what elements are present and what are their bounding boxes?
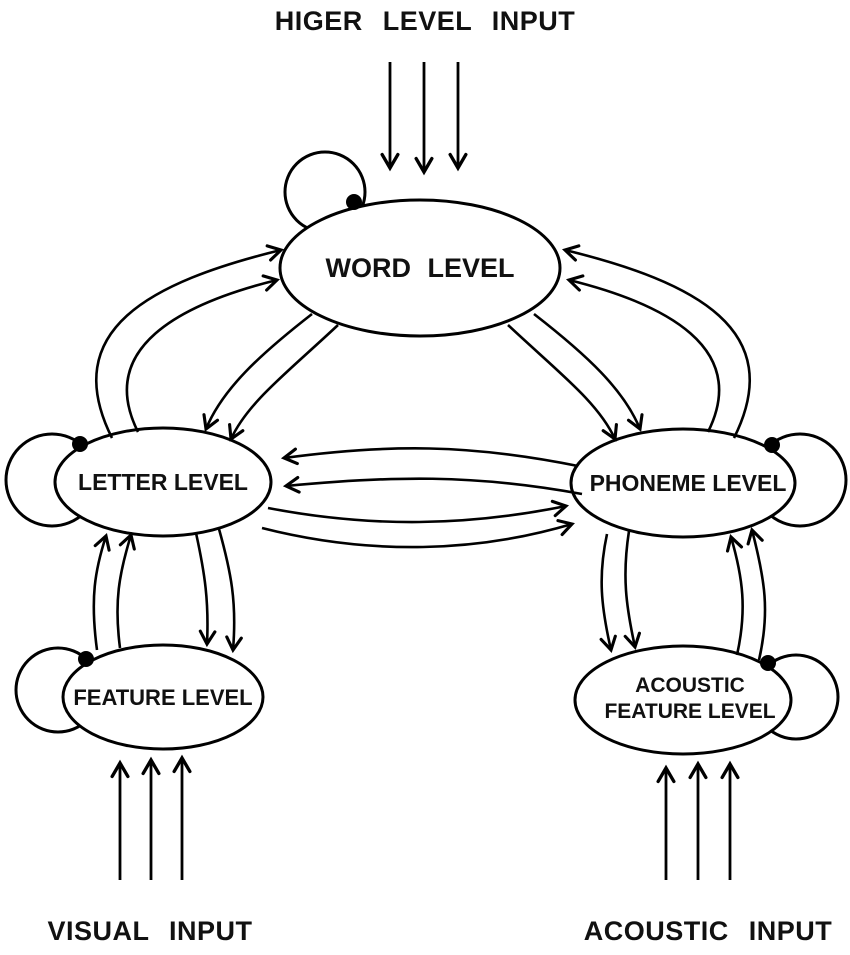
acoustic-feature-level-label-line2: FEATURE LEVEL (604, 700, 775, 723)
input-arrows (110, 62, 740, 880)
edge-acoustic-to-phoneme-inner (725, 534, 744, 656)
word-level-node (278, 198, 562, 338)
edge-acoustic-to-phoneme-outer (746, 527, 767, 661)
edge-letter-to-word-inner (125, 274, 281, 433)
edge-phoneme-to-letter-1 (280, 447, 579, 468)
edge-word-to-letter-inner (228, 324, 339, 442)
edge-phoneme-to-acoustic-inner (623, 530, 641, 651)
nodes (53, 198, 797, 756)
edges (92, 244, 767, 661)
acoustic-input-label: ACOUSTIC INPUT (584, 916, 833, 946)
visual-input-label: VISUAL INPUT (47, 916, 252, 946)
edge-letter-to-word-outer (95, 244, 285, 439)
feature-level-node (61, 643, 265, 751)
edge-phoneme-to-letter-2 (282, 475, 583, 496)
higher-level-input-label: HIGER LEVEL INPUT (275, 6, 576, 36)
word-level-label: WORD LEVEL (326, 253, 515, 283)
feature-loop-dot (78, 651, 94, 667)
edge-feature-to-letter-outer (92, 533, 111, 651)
phoneme-level-label: PHONEME LEVEL (590, 470, 787, 496)
edge-feature-to-letter-inner (116, 532, 136, 649)
acoustic-feature-loop-dot (760, 655, 776, 671)
word-loop-dot (346, 194, 362, 210)
letter-level-node (53, 426, 273, 538)
edge-phoneme-to-word-outer (561, 244, 751, 439)
acoustic-feature-level-node (573, 644, 793, 756)
edge-word-to-phoneme-outer (533, 312, 644, 432)
edge-word-to-phoneme-inner (507, 324, 618, 442)
loop-dots (72, 194, 780, 671)
letter-level-label: LETTER LEVEL (78, 469, 248, 495)
edge-word-to-letter-outer (202, 312, 313, 432)
edge-letter-to-phoneme-2 (261, 519, 575, 549)
acoustic-feature-level-label-line1: ACOUSTIC (635, 674, 745, 697)
phoneme-level-node (569, 427, 797, 539)
edge-phoneme-to-word-inner (565, 274, 721, 433)
edge-letter-to-phoneme-1 (267, 499, 570, 524)
edge-letter-to-feature-outer (194, 532, 217, 648)
edge-letter-to-feature-inner (217, 528, 243, 654)
letter-loop-dot (72, 436, 88, 452)
edge-phoneme-to-acoustic-outer (599, 533, 617, 654)
phoneme-loop-dot (764, 437, 780, 453)
feature-level-label: FEATURE LEVEL (73, 685, 252, 710)
labels: HIGER LEVEL INPUT WORD LEVEL LETTER LEVE… (47, 6, 833, 946)
